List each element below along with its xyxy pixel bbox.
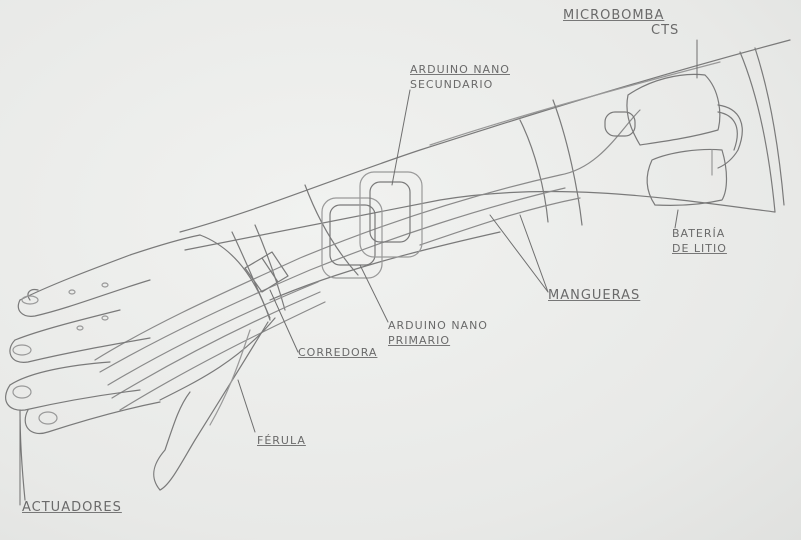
label-bateria-line1: BATERÍA — [672, 226, 727, 241]
label-arduino-secundario-line2: SECUNDARIO — [410, 77, 510, 92]
arduino-modules — [322, 172, 422, 278]
slider-block — [245, 252, 288, 292]
label-mangueras-text: MANGUERAS — [548, 288, 640, 303]
micropump — [605, 74, 742, 168]
thumb-outline — [154, 322, 268, 490]
label-arduino-primario: ARDUINO NANO PRIMARIO — [388, 318, 488, 348]
label-arduino-secundario: ARDUINO NANO SECUNDARIO — [410, 62, 510, 92]
label-arduino-primario-line2: PRIMARIO — [388, 333, 488, 348]
leader-lines — [20, 40, 697, 505]
label-corredora: CORREDORA — [298, 345, 377, 360]
lithium-battery — [647, 149, 726, 205]
label-ferula: FÉRULA — [257, 433, 306, 448]
label-corredora-text: CORREDORA — [298, 345, 377, 360]
label-microbomba-line2: CTS — [651, 23, 679, 38]
label-bateria-line2: DE LITIO — [672, 241, 727, 256]
label-microbomba-line1: MICROBOMBA — [563, 8, 679, 23]
label-arduino-primario-line1: ARDUINO NANO — [388, 318, 488, 333]
label-actuadores-text: ACTUADORES — [22, 500, 122, 515]
label-ferula-text: FÉRULA — [257, 433, 306, 448]
hand-outline — [6, 235, 275, 500]
hoses — [95, 110, 640, 410]
label-actuadores: ACTUADORES — [22, 500, 122, 515]
label-arduino-secundario-line1: ARDUINO NANO — [410, 62, 510, 77]
label-mangueras: MANGUERAS — [548, 288, 640, 303]
label-microbomba: MICROBOMBA CTS — [563, 8, 679, 38]
label-bateria: BATERÍA DE LITIO — [672, 226, 727, 256]
